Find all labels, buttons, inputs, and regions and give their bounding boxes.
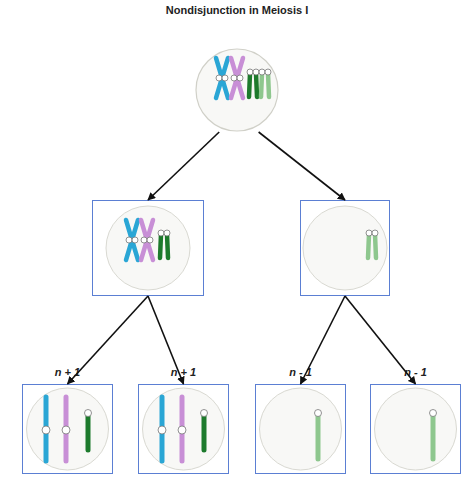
chromatid bbox=[261, 73, 262, 97]
chromatid bbox=[249, 73, 250, 97]
cell-membrane bbox=[196, 49, 278, 131]
chromatid bbox=[160, 234, 161, 258]
chromosome-group bbox=[42, 397, 92, 461]
chromatid bbox=[268, 73, 269, 97]
chromatid bbox=[368, 234, 369, 258]
centromere bbox=[366, 230, 372, 236]
centromere bbox=[237, 75, 243, 81]
centromere bbox=[147, 237, 153, 243]
centromere bbox=[265, 69, 271, 75]
centromere bbox=[231, 75, 237, 81]
division-arrow bbox=[259, 132, 345, 200]
chromosome bbox=[202, 413, 207, 450]
division-arrow bbox=[148, 296, 184, 384]
centromere bbox=[62, 426, 70, 434]
chromosome bbox=[44, 397, 49, 461]
centromere bbox=[42, 426, 50, 434]
cell-box: n + 1 bbox=[22, 384, 113, 474]
centromere bbox=[247, 69, 253, 75]
centromere bbox=[178, 426, 186, 434]
centromere-group bbox=[216, 69, 271, 81]
centromere-group bbox=[366, 230, 378, 236]
chromosome-group bbox=[430, 410, 437, 460]
cell-circle bbox=[143, 388, 225, 470]
cell-box bbox=[300, 200, 390, 296]
chromosome bbox=[316, 413, 321, 459]
chromatid bbox=[216, 58, 228, 98]
cell-circle bbox=[27, 388, 109, 470]
chromosome bbox=[431, 413, 436, 459]
chromosome bbox=[64, 397, 69, 461]
cell-circle bbox=[303, 206, 387, 290]
ploidy-label: n + 1 bbox=[13, 366, 122, 378]
centromere bbox=[158, 230, 164, 236]
division-arrow bbox=[148, 132, 219, 200]
chromosome-group bbox=[126, 220, 168, 260]
centromere bbox=[430, 410, 437, 417]
centromere bbox=[141, 237, 147, 243]
centromere bbox=[259, 69, 265, 75]
centromere bbox=[315, 410, 322, 417]
cell-circle bbox=[195, 48, 279, 132]
cell-box: n + 1 bbox=[138, 384, 229, 474]
chromatid bbox=[256, 73, 257, 97]
chromatid bbox=[375, 234, 376, 258]
chromatid bbox=[216, 58, 228, 98]
division-arrow bbox=[68, 296, 149, 384]
centromere bbox=[164, 230, 170, 236]
ploidy-label: n - 1 bbox=[246, 366, 355, 378]
cell-outline bbox=[195, 48, 279, 132]
centromere bbox=[201, 410, 208, 417]
diagram-title: Nondisjunction in Meiosis I bbox=[0, 4, 474, 16]
centromere-group bbox=[126, 230, 170, 243]
chromatid bbox=[231, 58, 243, 98]
division-arrow bbox=[301, 296, 346, 384]
chromosome bbox=[86, 413, 91, 450]
cell-circle bbox=[375, 388, 457, 470]
chromosome-group bbox=[368, 234, 376, 258]
centromere bbox=[253, 69, 259, 75]
cell-box: n - 1 bbox=[370, 384, 461, 474]
centromere bbox=[372, 230, 378, 236]
chromatid bbox=[126, 220, 138, 260]
cell-circle bbox=[106, 206, 190, 290]
chromosome-group bbox=[315, 410, 322, 460]
chromatid bbox=[141, 220, 153, 260]
cell-box: n - 1 bbox=[255, 384, 346, 474]
chromatid bbox=[141, 220, 153, 260]
cell-box bbox=[92, 200, 204, 296]
centromere bbox=[158, 426, 166, 434]
centromere bbox=[85, 410, 92, 417]
chromatid bbox=[167, 234, 168, 258]
centromere bbox=[126, 237, 132, 243]
ploidy-label: n + 1 bbox=[129, 366, 238, 378]
chromosome bbox=[180, 397, 185, 461]
chromatid bbox=[126, 220, 138, 260]
centromere bbox=[222, 75, 228, 81]
cell-circle bbox=[260, 388, 342, 470]
ploidy-label: n - 1 bbox=[361, 366, 470, 378]
centromere bbox=[216, 75, 222, 81]
chromosome-group bbox=[216, 58, 269, 98]
chromosome-group bbox=[158, 397, 208, 461]
division-arrow bbox=[345, 296, 416, 384]
centromere bbox=[132, 237, 138, 243]
chromatid bbox=[231, 58, 243, 98]
chromosome bbox=[160, 397, 165, 461]
